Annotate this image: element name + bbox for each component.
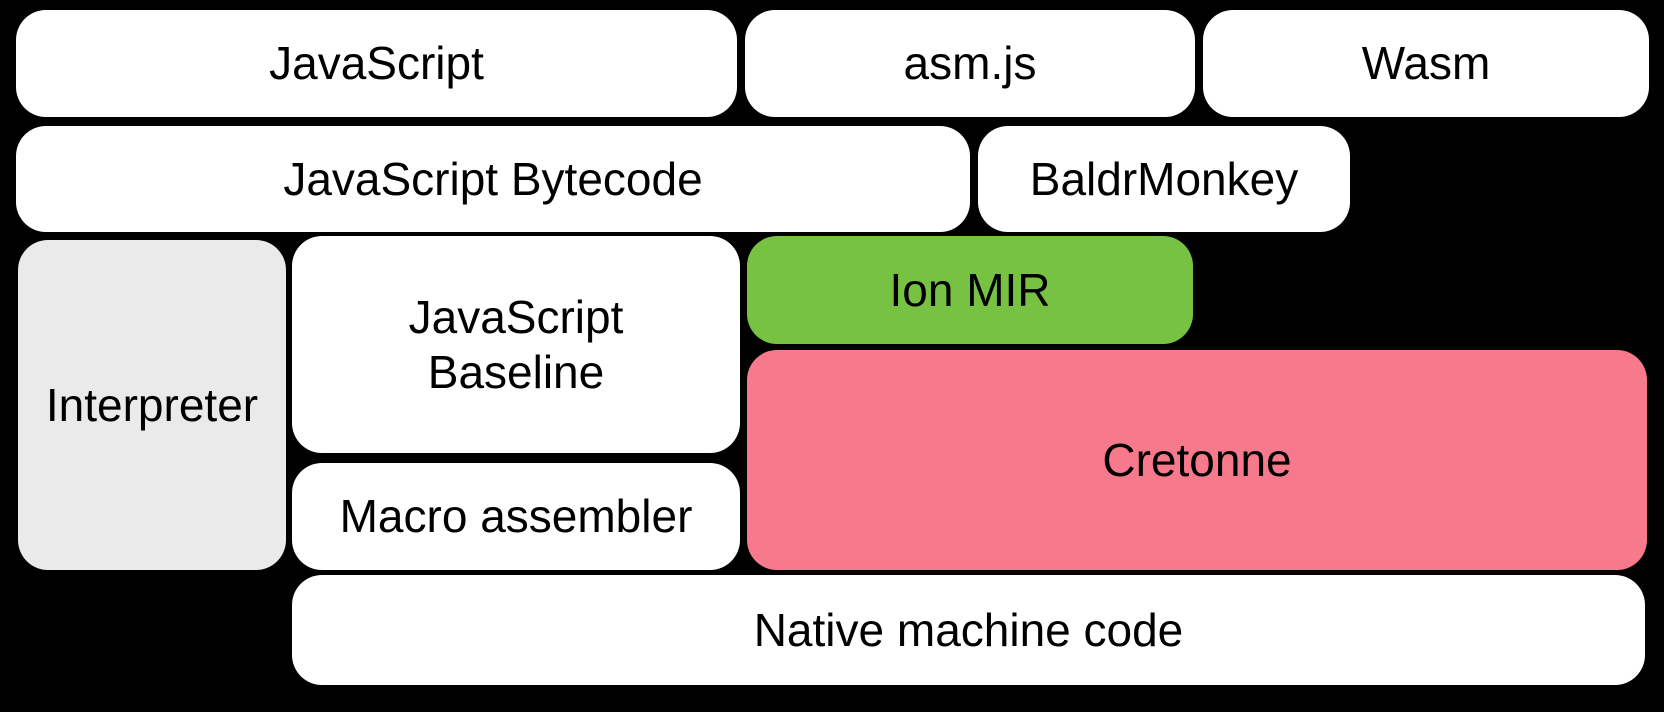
box-macro-assembler: Macro assembler: [292, 463, 740, 570]
box-baldrmonkey: BaldrMonkey: [978, 126, 1350, 232]
box-wasm-label: Wasm: [1361, 37, 1491, 90]
box-javascript-label: JavaScript: [269, 37, 484, 90]
box-baldrmonkey-label: BaldrMonkey: [1029, 152, 1299, 205]
box-ion-mir-label: Ion MIR: [889, 263, 1051, 316]
box-javascript-baseline-label: JavaScript Baseline: [408, 291, 624, 398]
box-wasm: Wasm: [1203, 10, 1649, 117]
box-cretonne: Cretonne: [747, 350, 1647, 570]
box-cretonne-label: Cretonne: [1102, 433, 1292, 486]
box-javascript-baseline: JavaScript Baseline: [292, 236, 740, 453]
box-interpreter-label: Interpreter: [45, 378, 259, 431]
box-asmjs-label: asm.js: [903, 37, 1037, 90]
box-ion-mir: Ion MIR: [747, 236, 1193, 344]
box-javascript-bytecode: JavaScript Bytecode: [16, 126, 970, 232]
box-native-machine-code: Native machine code: [292, 575, 1645, 685]
box-javascript-bytecode-label: JavaScript Bytecode: [283, 152, 703, 205]
box-asmjs: asm.js: [745, 10, 1195, 117]
box-interpreter: Interpreter: [18, 240, 286, 570]
box-javascript: JavaScript: [16, 10, 737, 117]
box-macro-assembler-label: Macro assembler: [339, 490, 693, 543]
box-native-machine-code-label: Native machine code: [753, 603, 1184, 656]
